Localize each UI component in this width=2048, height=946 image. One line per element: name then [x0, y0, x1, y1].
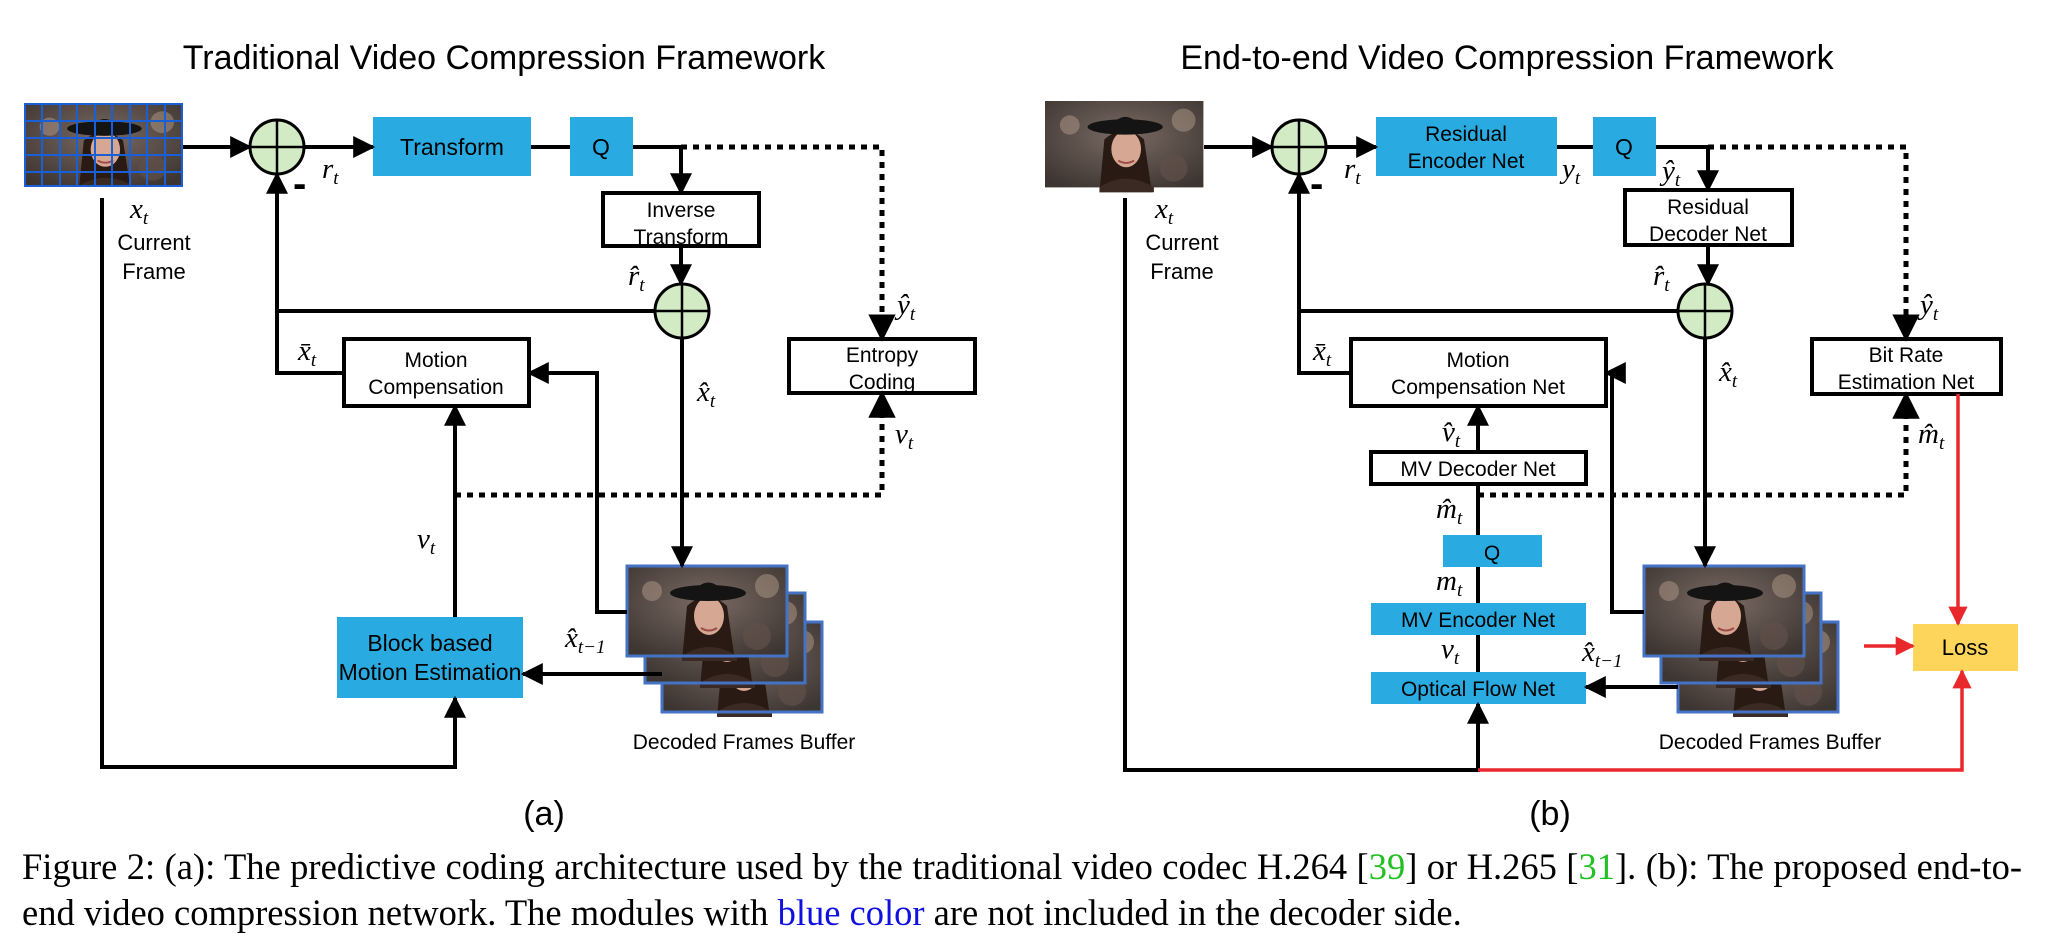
- right-mv-encoder-box: [1371, 603, 1586, 635]
- right-buffer-label: Decoded Frames Buffer: [1659, 731, 1882, 754]
- right-quantize-box: [1593, 117, 1656, 176]
- left-transform-label: Transform: [400, 134, 504, 160]
- left-add-node: [653, 282, 711, 340]
- left-label-x-t: xt: [129, 193, 149, 229]
- right-optical-flow-box: [1371, 672, 1586, 704]
- left-current-frame-label-1: Current: [117, 230, 190, 255]
- right-loss-label: Loss: [1942, 635, 1988, 660]
- left-motion-estimation-box: [337, 617, 523, 698]
- right-minus-sign: -: [1310, 162, 1323, 206]
- left-inverse-transform-label-1: Inverse: [647, 199, 716, 222]
- left-current-frame-image: [24, 103, 183, 187]
- left-panel-title: Traditional Video Compression Framework: [183, 39, 826, 77]
- left-current-frame-label-2: Frame: [122, 259, 186, 284]
- right-mv-decoder-box: [1369, 450, 1588, 486]
- left-label-r-hat-t: r̂t: [628, 260, 645, 296]
- right-add-node: [1676, 282, 1734, 340]
- right-label-x-t: xt: [1154, 193, 1174, 229]
- left-entropy-coding-label-2: Coding: [849, 371, 916, 394]
- right-panel: - Residual Encoder Net Q Q MV Encoder Ne…: [1044, 100, 2018, 833]
- left-label-y-hat-t: ŷt: [894, 289, 916, 325]
- right-label-v-hat-t: v̂t: [1442, 416, 1461, 452]
- right-label-x-bar-t: x̄t: [1312, 335, 1332, 371]
- right-mv-encoder-label: MV Encoder Net: [1401, 609, 1555, 632]
- left-minus-sign: -: [293, 162, 306, 206]
- right-current-frame-label-2: Frame: [1150, 259, 1214, 284]
- right-label-m-t: mt: [1436, 565, 1463, 601]
- right-label-x-hat-t-minus-1: x̂t−1: [1581, 636, 1622, 672]
- left-motion-estimation-label-2: Motion Estimation: [339, 659, 522, 685]
- caption-blue-color-text: blue color: [777, 892, 925, 933]
- right-motion-compensation-label-2: Compensation Net: [1391, 376, 1565, 399]
- right-label-m-hat-t-bitrate: m̂t: [1918, 418, 1945, 454]
- left-buffer-label: Decoded Frames Buffer: [633, 731, 856, 754]
- left-decoded-frames-buffer: [625, 564, 824, 718]
- caption-text-4: are not included in the decoder side.: [924, 892, 1462, 933]
- right-label-r-hat-t: r̂t: [1653, 260, 1670, 296]
- left-label-v-t: vt: [417, 523, 436, 559]
- left-label-v-t-entropy: vt: [895, 418, 914, 454]
- right-label-y-hat-t: ŷt: [1917, 289, 1939, 325]
- caption-ref-31[interactable]: 31: [1578, 846, 1615, 887]
- left-transform-box: [373, 117, 531, 176]
- right-decoded-frames-buffer: [1642, 564, 1840, 718]
- right-loss-box: [1913, 624, 2018, 671]
- caption-text-3: ]. (b): The proposed end-to-end video co…: [22, 846, 2023, 933]
- caption-ref-39[interactable]: 39: [1368, 846, 1406, 887]
- panel-label-b: (b): [1529, 795, 1571, 833]
- right-current-frame-label-1: Current: [1145, 230, 1218, 255]
- right-label-y-t: yt: [1559, 153, 1581, 189]
- right-label-y-hat-t-top: ŷt: [1659, 155, 1681, 191]
- caption-text-1: Figure 2: (a): The predictive coding arc…: [22, 846, 1369, 887]
- right-panel-title: End-to-end Video Compression Framework: [1180, 39, 1834, 77]
- right-bit-rate-label-1: Bit Rate: [1869, 344, 1944, 367]
- right-mv-quantize-label: Q: [1484, 542, 1500, 565]
- right-quantize-label: Q: [1615, 134, 1633, 160]
- left-motion-compensation-box: [342, 337, 531, 408]
- right-bit-rate-box: [1810, 337, 2003, 396]
- left-panel: - Transform Q Block based Motion Estimat…: [24, 103, 977, 833]
- left-label-x-bar-t: x̄t: [297, 335, 317, 371]
- left-inverse-transform-label-2: Transform: [634, 226, 729, 249]
- right-residual-encoder-box: [1376, 117, 1557, 176]
- right-residual-encoder-label-2: Encoder Net: [1408, 150, 1525, 173]
- right-motion-compensation-label-1: Motion: [1446, 349, 1509, 372]
- left-motion-compensation-label-2: Compensation: [368, 376, 503, 399]
- right-residual-encoder-label-1: Residual: [1425, 123, 1507, 146]
- caption-text-2: ] or H.265 [: [1405, 846, 1579, 887]
- right-current-frame-image: [1044, 100, 1205, 194]
- left-entropy-coding-label-1: Entropy: [846, 344, 919, 367]
- left-motion-estimation-label-1: Block based: [367, 630, 492, 656]
- left-quantize-box: [570, 117, 633, 176]
- right-residual-decoder-label-1: Residual: [1667, 196, 1749, 219]
- right-label-v-t: vt: [1441, 633, 1460, 669]
- right-optical-flow-label: Optical Flow Net: [1401, 678, 1555, 701]
- right-residual-decoder-label-2: Decoder Net: [1649, 223, 1767, 246]
- right-mv-quantize-box: [1443, 535, 1542, 567]
- figure-caption: Figure 2: (a): The predictive coding arc…: [22, 844, 2022, 936]
- right-label-x-hat-t: x̂t: [1718, 356, 1738, 392]
- right-mv-decoder-label: MV Decoder Net: [1400, 458, 1555, 481]
- right-label-r-t: rt: [1344, 153, 1361, 189]
- right-label-m-hat-t: m̂t: [1436, 493, 1463, 529]
- left-quantize-label: Q: [592, 134, 610, 160]
- panel-label-a: (a): [523, 795, 565, 833]
- left-label-x-hat-t-minus-1: x̂t−1: [564, 622, 605, 658]
- right-bit-rate-label-2: Estimation Net: [1838, 371, 1975, 394]
- left-motion-compensation-label-1: Motion: [404, 349, 467, 372]
- left-label-x-hat-t: x̂t: [696, 376, 716, 412]
- left-label-r-t: rt: [322, 153, 339, 189]
